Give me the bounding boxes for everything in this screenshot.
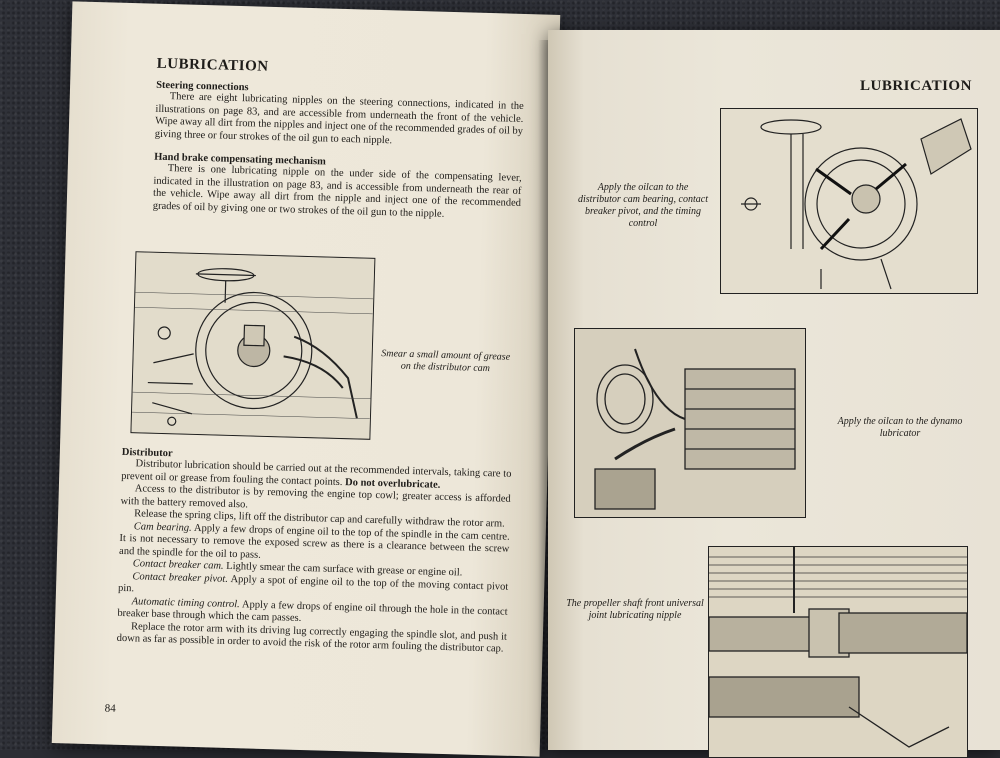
steering-text: There are eight lubricating nipples on t… xyxy=(154,91,524,146)
cam-label: Contact breaker cam. xyxy=(132,558,224,572)
handbrake-text: There is one lubricating nipple on the u… xyxy=(152,163,522,220)
distributor-section: Distributor Distributor lubrication shou… xyxy=(116,447,512,656)
figure-caption-grease: Smear a small amount of grease on the di… xyxy=(381,348,511,375)
caption-dynamo: Apply the oilcan to the dynamo lubricato… xyxy=(837,416,963,439)
distributor-grease-figure xyxy=(130,251,376,440)
left-page-heading: LUBRICATION xyxy=(156,55,269,75)
steering-section: Steering connections There are eight lub… xyxy=(155,80,525,151)
dynamo-illustration xyxy=(575,329,805,517)
caption-oilcan-distributor: Apply the oilcan to the distributor cam … xyxy=(578,182,708,229)
handbrake-section: Hand brake compensating mechanism There … xyxy=(153,152,523,223)
timing-label: Automatic timing control. xyxy=(131,595,240,610)
distributor-illustration xyxy=(131,252,375,439)
left-page: LUBRICATION Steering connections There a… xyxy=(51,1,561,757)
distributor-warning: Do not overlubricate. xyxy=(344,476,441,491)
propeller-shaft-illustration xyxy=(709,547,967,757)
caption-propeller-shaft: The propeller shaft front universal join… xyxy=(566,598,704,621)
propeller-shaft-figure xyxy=(708,546,968,758)
distributor-oilcan-illustration xyxy=(721,109,977,293)
right-page-heading: LUBRICATION xyxy=(860,78,972,94)
page-number: 84 xyxy=(104,702,116,715)
pivot-label: Contact breaker pivot. xyxy=(132,570,229,585)
right-page: LUBRICATION Apply the oilcan xyxy=(548,30,1000,758)
dynamo-figure xyxy=(574,328,806,518)
distributor-oilcan-figure xyxy=(720,108,978,294)
cam-bearing-label: Cam bearing. xyxy=(133,520,192,534)
